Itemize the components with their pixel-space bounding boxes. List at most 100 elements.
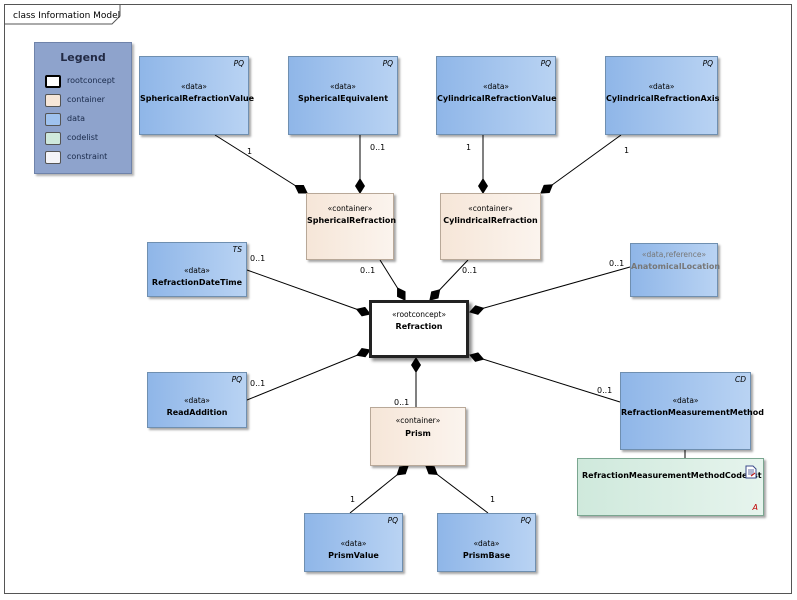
stereotype-label: «container»: [468, 204, 513, 213]
legend-swatch-codelist: [45, 132, 61, 145]
node-name: PrismValue: [328, 551, 379, 560]
node-refraction-measurement-method[interactable]: CD «data» RefractionMeasurementMethod: [620, 372, 764, 450]
node-prism-value[interactable]: PQ «data» PrismValue: [304, 513, 403, 572]
edge-srv-sr: [214, 134, 308, 194]
diagram-title-tab: class Information Model: [4, 4, 121, 24]
legend: Legend rootconcept container data codeli…: [34, 42, 132, 174]
node-spherical-equivalent[interactable]: PQ «data» SphericalEquivalent: [288, 56, 398, 135]
stereotype-label: «data»: [648, 82, 675, 91]
multiplicity-label: 1: [350, 495, 356, 504]
edge-pb-prism: [425, 465, 489, 514]
node-name: SphericalEquivalent: [297, 94, 389, 103]
type-label: PQ: [233, 59, 244, 68]
edge-cr-root: [429, 259, 469, 301]
node-anatomical-location[interactable]: «data,reference» AnatomicalLocation: [630, 243, 721, 297]
legend-swatch-data: [45, 113, 61, 126]
legend-title: Legend: [60, 51, 106, 64]
multiplicity-label: 0..1: [360, 266, 376, 275]
node-name: PrismBase: [462, 551, 511, 560]
multiplicity-label: 0..1: [370, 143, 386, 152]
multiplicity-label: 0..1: [597, 386, 613, 395]
edge-sr-root: [379, 259, 406, 301]
node-name: CylindricalRefractionValue: [437, 94, 557, 103]
type-label: PQ: [231, 375, 242, 384]
legend-item-container: container: [45, 94, 129, 108]
multiplicity-label: 1: [490, 495, 496, 504]
node-name: AnatomicalLocation: [631, 262, 721, 271]
legend-swatch-container: [45, 94, 61, 107]
node-refraction-measurement-method-codelist[interactable]: RefractionMeasurementMethodCodelist A: [577, 458, 764, 516]
stereotype-label: «data»: [180, 82, 208, 91]
legend-item-data: data: [45, 113, 129, 127]
edge-al-root: [469, 266, 631, 315]
node-refraction-root[interactable]: «rootconcept» Refraction: [369, 300, 469, 358]
node-read-addition[interactable]: PQ «data» ReadAddition: [147, 372, 247, 428]
type-label: CD: [734, 375, 746, 384]
type-label: PQ: [520, 516, 531, 525]
node-name: ReadAddition: [166, 408, 228, 417]
legend-label-data: data: [67, 114, 86, 123]
legend-label-constraint: constraint: [67, 152, 108, 161]
abstract-marker: A: [752, 503, 758, 512]
edge-rdt-root: [246, 269, 371, 317]
edge-rmm-root: [469, 352, 621, 403]
node-refraction-date-time[interactable]: TS «data» RefractionDateTime: [147, 242, 247, 297]
stereotype-label: «data»: [482, 82, 510, 91]
node-cylindrical-refraction-axis[interactable]: PQ «data» CylindricalRefractionAxis: [605, 56, 720, 135]
edge-ra-root: [246, 348, 371, 401]
node-cylindrical-refraction-value[interactable]: PQ «data» CylindricalRefractionValue: [436, 56, 557, 135]
legend-item-constraint: constraint: [45, 151, 129, 165]
node-name: Prism: [405, 429, 431, 438]
node-spherical-refraction[interactable]: «container» SphericalRefraction: [306, 193, 397, 260]
multiplicity-label: 1: [624, 146, 630, 155]
stereotype-label: «container»: [327, 204, 373, 213]
stereotype-label: «container»: [395, 416, 441, 425]
node-name: CylindricalRefraction: [443, 216, 538, 225]
stereotype-label: «data»: [340, 539, 367, 548]
node-name: SphericalRefractionValue: [140, 94, 255, 103]
legend-label-rootconcept: rootconcept: [67, 76, 115, 85]
stereotype-label: «data»: [473, 539, 500, 548]
node-name: RefractionDateTime: [151, 278, 243, 287]
stereotype-label: «data»: [672, 396, 699, 405]
multiplicity-label: 1: [466, 143, 472, 152]
legend-item-codelist: codelist: [45, 132, 129, 146]
multiplicity-label: 0..1: [250, 379, 266, 388]
legend-item-rootconcept: rootconcept: [45, 75, 129, 89]
stereotype-label: «data»: [183, 396, 211, 405]
edge-pv-prism: [349, 465, 409, 514]
multiplicity-label: 1: [247, 147, 253, 156]
multiplicity-label: 0..1: [609, 259, 625, 268]
type-label: PQ: [540, 59, 551, 68]
legend-label-codelist: codelist: [67, 133, 99, 142]
stereotype-label: «data,reference»: [641, 250, 707, 259]
node-prism[interactable]: «container» Prism: [370, 407, 466, 466]
type-label: PQ: [702, 59, 713, 68]
edge-cra-cr: [540, 134, 622, 194]
node-name: CylindricalRefractionAxis: [606, 94, 720, 103]
type-label: PQ: [382, 59, 393, 68]
type-label: TS: [232, 245, 242, 254]
stereotype-label: «rootconcept»: [391, 310, 447, 319]
node-name: RefractionMeasurementMethodCodelist: [582, 471, 762, 480]
multiplicity-label: 0..1: [394, 398, 410, 407]
node-cylindrical-refraction[interactable]: «container» CylindricalRefraction: [440, 193, 541, 260]
type-label: PQ: [387, 516, 398, 525]
stereotype-label: «data»: [329, 82, 357, 91]
stereotype-label: «data»: [183, 266, 211, 275]
diagram-title: class Information Model: [13, 11, 121, 21]
diagram-frame: [4, 4, 792, 594]
legend-label-container: container: [67, 95, 105, 104]
node-name: RefractionMeasurementMethod: [621, 408, 764, 417]
multiplicity-label: 0..1: [462, 266, 478, 275]
title-tab-border: [4, 4, 121, 25]
node-spherical-refraction-value[interactable]: PQ «data» SphericalRefractionValue: [139, 56, 255, 135]
document-icon: [745, 465, 757, 479]
legend-swatch-constraint: [45, 151, 61, 164]
legend-swatch-rootconcept: [45, 75, 61, 88]
node-prism-base[interactable]: PQ «data» PrismBase: [437, 513, 536, 572]
node-name: SphericalRefraction: [307, 216, 397, 225]
multiplicity-label: 0..1: [250, 254, 266, 263]
node-name: Refraction: [395, 322, 443, 331]
